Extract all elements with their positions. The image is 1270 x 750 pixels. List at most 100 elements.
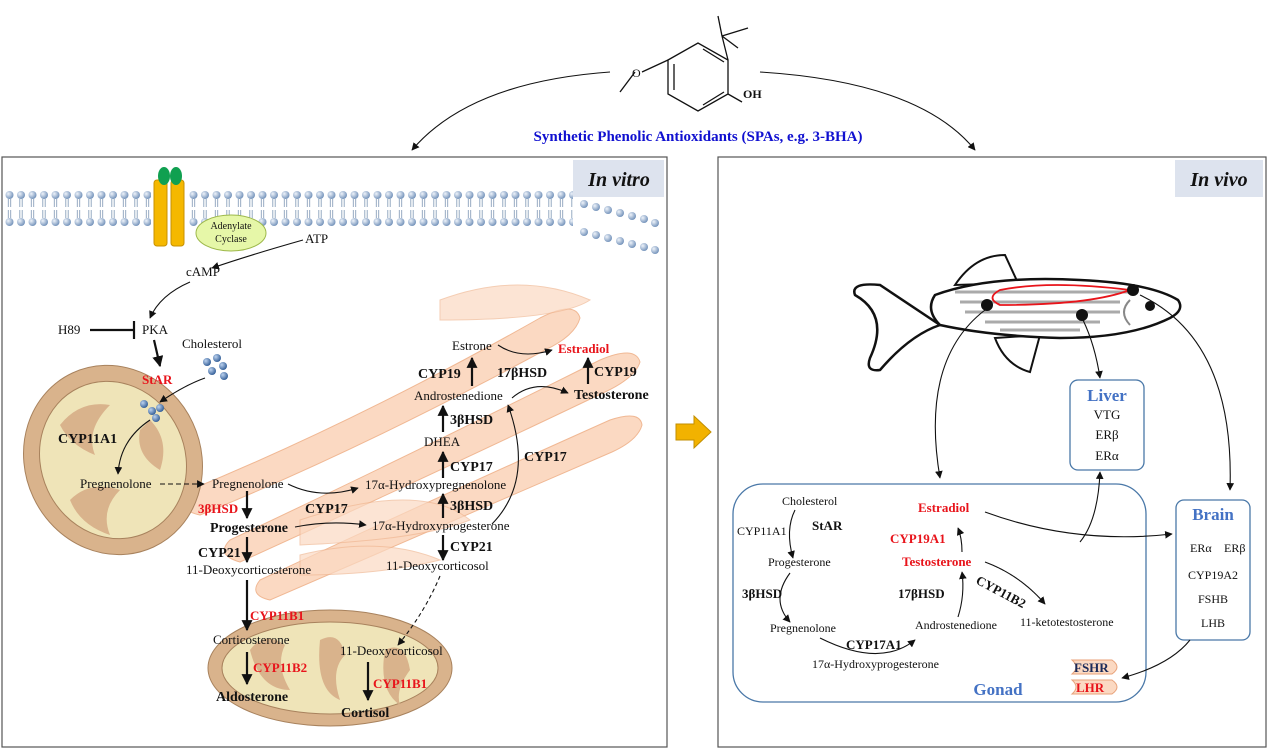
arrow-to-in-vivo <box>759 71 976 151</box>
gonad-pregnenolone-label: Pregnenolone <box>770 621 836 635</box>
arrow-estradiol-brain <box>984 511 1173 539</box>
liver-title: Liver <box>1087 386 1127 405</box>
estrone-label: Estrone <box>452 338 492 353</box>
brain-title: Brain <box>1192 505 1234 524</box>
adenylate-cyclase-label-2: Cyclase <box>215 234 247 245</box>
cyp11b1-a-label: CYP11B1 <box>250 608 304 623</box>
estradiol-label: Estradiol <box>558 341 610 356</box>
aldosterone-label: Aldosterone <box>216 690 288 705</box>
cyp19-b-label: CYP19 <box>594 365 637 380</box>
pka-label: PKA <box>142 322 169 337</box>
atp-label: ATP <box>305 231 328 246</box>
deoxycorticosol-er-label: 11-Deoxycorticosol <box>386 558 489 573</box>
hydroxypregnenolone-label: 17α-Hydroxypregnenolone <box>365 477 506 492</box>
cyp19-a-label: CYP19 <box>418 367 461 382</box>
in-vivo-label-bg <box>1175 160 1263 197</box>
cyp21-a-label: CYP21 <box>198 546 241 561</box>
brain-item-lhb: LHB <box>1201 616 1225 630</box>
h89-label: H89 <box>58 322 80 337</box>
gonad-testosterone-label: Testosterone <box>902 554 972 569</box>
cyp17-c-label: CYP17 <box>524 450 567 465</box>
brain-item-cyp19a2: CYP19A2 <box>1188 568 1238 582</box>
hsd3b-c-label: 3βHSD <box>450 413 493 428</box>
gonad-ketotestosterone-label: 11-ketotestosterone <box>1020 615 1114 629</box>
arrow-camp-pka <box>149 281 191 319</box>
cortisol-label: Cortisol <box>341 706 389 721</box>
gonad-cyp17a1-label: CYP17A1 <box>846 637 902 652</box>
cyp11b2-label: CYP11B2 <box>253 660 307 675</box>
deoxycorticosol-mito-label: 11-Deoxycorticosol <box>340 643 443 658</box>
corticosterone-label: Corticosterone <box>213 632 290 647</box>
brain-item-fshb: FSHB <box>1198 592 1228 606</box>
arrow-gonad-cholesterol-progesterone <box>787 509 796 559</box>
gonad-hsd17b-label: 17βHSD <box>898 586 945 601</box>
membrane-receptor <box>153 167 185 247</box>
arrow-gonad-testosterone-ketotestosterone <box>984 561 1046 605</box>
zebrafish-illustration <box>853 253 1182 374</box>
in-vivo-panel <box>717 156 1267 748</box>
mitochondrion-lower <box>207 609 453 727</box>
arrow-atp-camp <box>211 239 304 270</box>
fshr-receptor-shape <box>1070 659 1118 675</box>
hsd3b-b-label: 3βHSD <box>450 499 493 514</box>
cyp17-b-label: CYP17 <box>450 460 493 475</box>
brain-item-erb: ERβ <box>1224 541 1245 555</box>
pregnenolone-mito-label: Pregnenolone <box>80 476 152 491</box>
arrow-fish-gonad <box>934 309 986 479</box>
adenylate-cyclase <box>195 214 267 252</box>
arrow-estrone-estradiol <box>497 344 553 356</box>
gonad-hsd3b-label: 3βHSD <box>742 586 782 601</box>
arrow-prog-hydroxyprog <box>294 520 367 528</box>
arrow-cyp11a1 <box>114 419 151 475</box>
deoxycorticosterone-label: 11-Deoxycorticosterone <box>186 562 311 577</box>
arrow-fish-brain <box>1139 294 1235 491</box>
cyp21-b-label: CYP21 <box>450 540 493 555</box>
gonad-estradiol-label: Estradiol <box>918 500 970 515</box>
in-vitro-label-bg <box>573 160 664 197</box>
arrow-deoxycorticosol-transfer <box>397 575 441 646</box>
gonad-title: Gonad <box>973 680 1023 699</box>
bha-molecule <box>619 15 749 112</box>
dhea-label: DHEA <box>424 434 461 449</box>
arrow-to-in-vitro <box>411 71 611 151</box>
pregnenolone-er-label: Pregnenolone <box>212 476 284 491</box>
liver-item-erb: ERβ <box>1095 427 1119 442</box>
progesterone-label: Progesterone <box>210 521 288 536</box>
in-vivo-label: In vivo <box>1189 169 1247 191</box>
membrane-curve-end <box>580 200 659 254</box>
cyp11b1-b-label: CYP11B1 <box>373 676 427 691</box>
arrow-androstenedione-testosterone <box>511 386 569 399</box>
lhr-receptor-shape <box>1070 679 1118 695</box>
androstenedione-label: Androstenedione <box>414 388 503 403</box>
gonad-box <box>732 483 1147 703</box>
in-vitro-panel <box>1 156 668 748</box>
liver-box <box>1069 379 1145 471</box>
gonad-hydroxyprogesterone-label: 17α-Hydroxyprogesterone <box>812 657 939 671</box>
endoplasmic-reticulum <box>183 284 643 601</box>
arrow-hydroxyprog-androstenedione <box>491 404 519 525</box>
arrow-gonad-androstenedione-testosterone <box>957 571 967 618</box>
arrow-preg-hydroxypreg <box>287 483 359 494</box>
adenylate-cyclase-label-1: Adenylate <box>210 221 252 232</box>
hydroxyprogesterone-label: 17α-Hydroxyprogesterone <box>372 518 510 533</box>
arrow-estradiol-liver <box>1079 471 1104 543</box>
gonad-star-label: StAR <box>812 518 843 533</box>
hsd3b-red-label: 3βHSD <box>198 501 238 516</box>
cholesterol-molecules <box>140 354 228 422</box>
cyp17-a-label: CYP17 <box>305 502 348 517</box>
gonad-fshr-label: FSHR <box>1074 660 1109 675</box>
cyp11a1-label: CYP11A1 <box>58 432 117 447</box>
arrow-pka-star <box>152 339 164 368</box>
gold-transition-arrow <box>675 414 712 450</box>
arrow-gonad-testosterone-estradiol <box>956 527 965 553</box>
testosterone-label: Testosterone <box>574 388 649 403</box>
gonad-cholesterol-label: Cholesterol <box>782 494 838 508</box>
arrow-gonad-pregnenolone-androstenedione <box>819 637 916 655</box>
methoxy-oxygen-label: O <box>632 66 641 80</box>
arrow-gonad-progesterone-pregnenolone <box>779 572 791 623</box>
liver-item-era: ERα <box>1095 448 1119 463</box>
liver-item-vtg: VTG <box>1094 407 1121 422</box>
gonad-cyp19a1-label: CYP19A1 <box>890 531 946 546</box>
arrow-brain-receptors <box>1121 639 1191 680</box>
